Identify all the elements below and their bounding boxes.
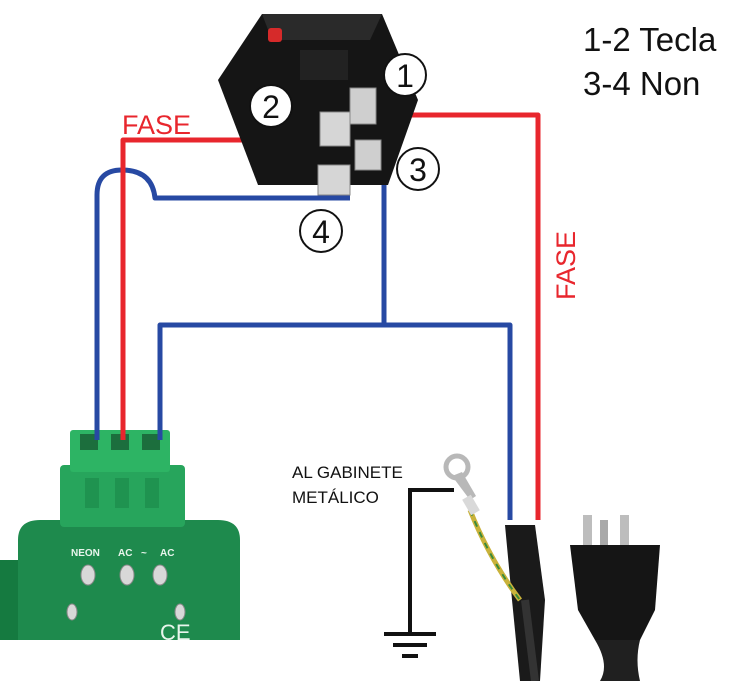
terminal-label-1: 1: [383, 53, 427, 97]
solder-joint: [174, 603, 186, 621]
ce-mark: CE: [160, 620, 191, 645]
board-label-ac-right: AC: [160, 548, 174, 559]
power-cable: [467, 509, 545, 682]
terminal-label-3: 3: [396, 147, 440, 191]
solder-joint: [152, 564, 168, 586]
terminal-number-2: 2: [262, 89, 280, 125]
board-label-tilde: ~: [141, 548, 147, 559]
terminal-4-blade: [317, 164, 351, 196]
board-label-neon: NEON: [71, 548, 100, 559]
terminal-legend: 1-2 Tecla 3-4 Non: [583, 18, 716, 106]
rocker-switch: [218, 14, 418, 196]
solder-joint: [66, 603, 78, 621]
power-plug: [570, 515, 660, 681]
terminal-number-1: 1: [396, 58, 414, 94]
fase-label-right: FASE: [551, 231, 581, 300]
solder-joint: [119, 564, 135, 586]
phase-wire-to-cable: [390, 112, 541, 520]
terminal-3-blade: [354, 139, 382, 171]
terminal-label-4: 4: [299, 209, 343, 253]
legend-line-1: 1-2 Tecla: [583, 21, 717, 58]
terminal-label-2: 2: [249, 84, 293, 128]
board-label-ac-left: AC: [118, 548, 132, 559]
ring-terminal: [443, 453, 480, 516]
terminal-number-4: 4: [312, 214, 330, 250]
ground-label-line2: METÁLICO: [292, 488, 379, 507]
terminal-2-blade: [319, 111, 351, 147]
neutral-wire-to-terminal-4: [94, 167, 350, 440]
neutral-wire-to-cable: [157, 322, 513, 520]
legend-line-2: 3-4 Non: [583, 65, 701, 102]
fase-label-top: FASE: [122, 110, 191, 140]
terminal-number-3: 3: [409, 152, 427, 188]
solder-joint: [80, 564, 96, 586]
terminal-1-blade: [349, 87, 377, 125]
ground-label-line1: AL GABINETE: [292, 463, 403, 482]
controller-board: NEON AC ~ AC CE: [0, 430, 240, 645]
ground-symbol: AL GABINETE METÁLICO: [292, 463, 454, 658]
switch-indicator-light: [268, 28, 282, 42]
